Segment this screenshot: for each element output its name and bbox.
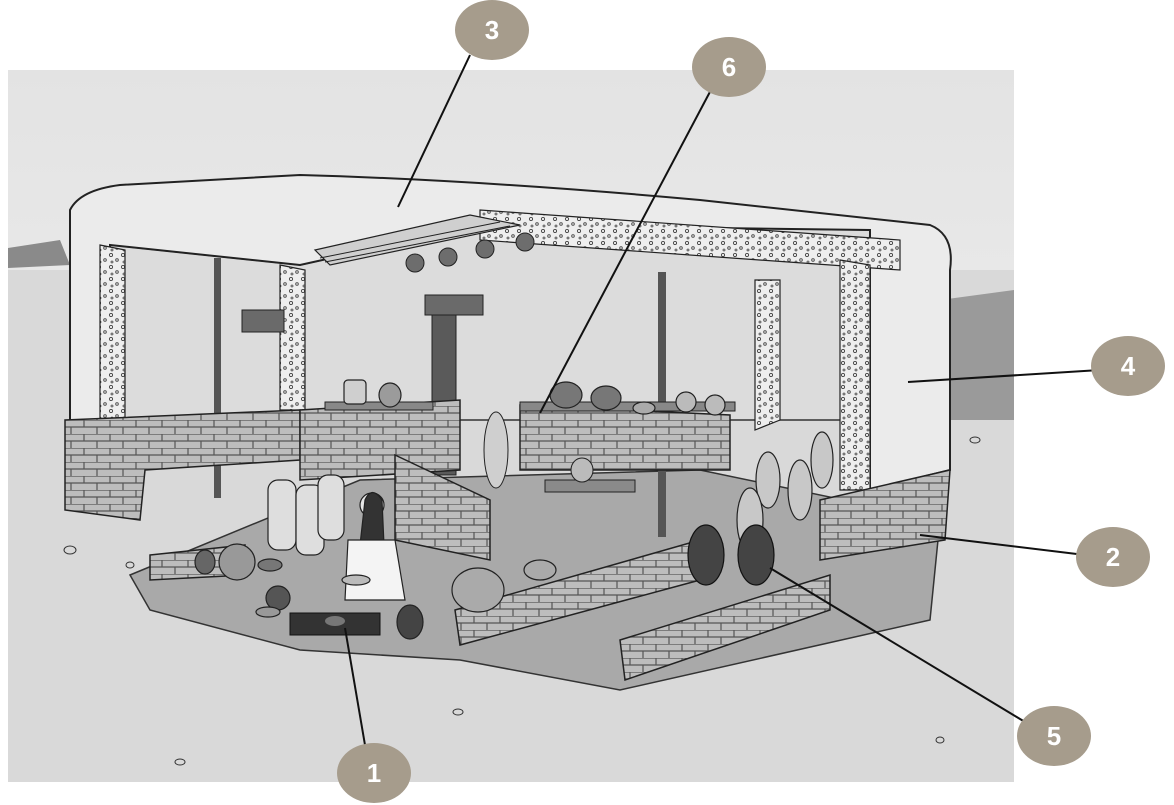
marker-1: 1 [337, 743, 411, 803]
marker-label-2: 2 [1106, 542, 1120, 572]
marker-label-5: 5 [1047, 721, 1061, 751]
hearth-pan [325, 616, 345, 626]
roof-beams [313, 214, 535, 273]
ground-pebbles [63, 436, 981, 766]
leader-lines [344, 54, 1101, 746]
storage-amphorae [687, 524, 775, 586]
marker-label-3: 3 [485, 15, 499, 45]
marker-label-1: 1 [367, 758, 381, 788]
leader-line-2 [919, 534, 1086, 556]
stone-wall-right [819, 469, 951, 561]
leader-line-5 [769, 567, 1031, 726]
wall-section-inner [754, 279, 781, 431]
stone-partition-wall [394, 453, 491, 561]
window-lintel [241, 309, 285, 333]
stone-wall-back [299, 399, 461, 481]
woman-figure [341, 491, 406, 601]
roof-and-outer-walls [69, 173, 952, 492]
shelf-pots [343, 379, 726, 416]
marker-3: 3 [455, 0, 529, 60]
wooden-post-left [214, 258, 221, 498]
marker-label-6: 6 [722, 52, 736, 82]
wall-section-right [839, 259, 871, 491]
marker-label-4: 4 [1121, 351, 1136, 381]
low-table [544, 479, 636, 493]
wall-section-left [99, 244, 126, 421]
stone-low-wall-front-right [619, 573, 831, 682]
marker-5: 5 [1017, 706, 1091, 766]
shelf-left [324, 401, 434, 411]
leader-line-1 [344, 627, 366, 746]
door-lintel [424, 294, 484, 316]
marker-badge-3 [455, 0, 529, 60]
marker-badge-4 [1091, 336, 1165, 396]
distant-landscape-right [940, 290, 1014, 420]
marker-badge-1 [337, 743, 411, 803]
marker-6: 6 [692, 37, 766, 97]
marker-badge-6 [692, 37, 766, 97]
stone-wall-back-right [519, 404, 731, 471]
floor-pots [194, 543, 557, 640]
leader-line-4 [907, 369, 1101, 383]
tall-jar [483, 411, 509, 489]
distant-shrubs-left [8, 240, 70, 268]
bedding-rolls [267, 474, 345, 556]
leader-line-6 [539, 87, 713, 414]
leader-line-3 [397, 54, 471, 208]
marker-badge-2 [1076, 527, 1150, 587]
marker-4: 4 [1091, 336, 1165, 396]
marker-badge-5 [1017, 706, 1091, 766]
marker-2: 2 [1076, 527, 1150, 587]
wall-section-middle [279, 264, 306, 411]
shelf-right [519, 401, 736, 412]
numbered-markers: 1 2 3 4 5 6 [337, 0, 1165, 803]
table-jug [570, 457, 594, 483]
